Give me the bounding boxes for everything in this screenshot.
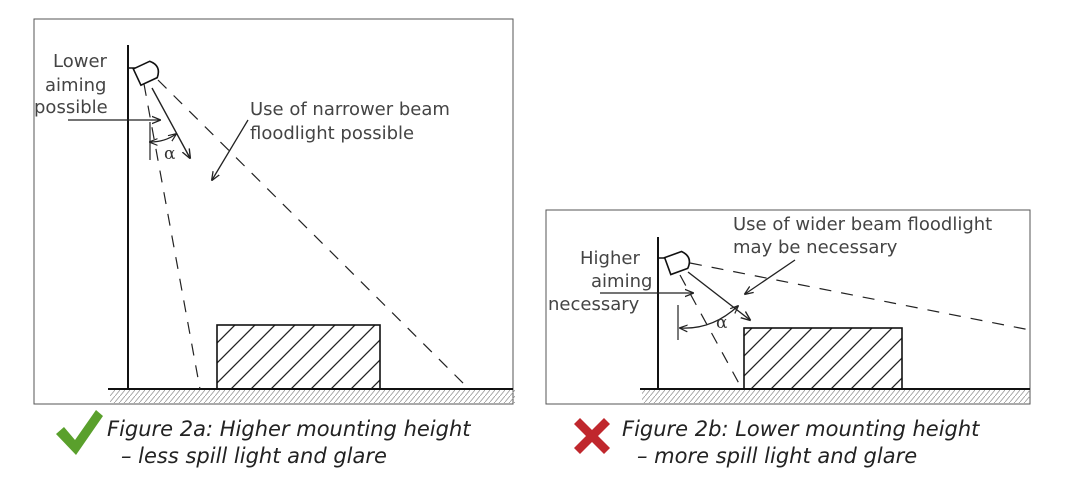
cross-mark-icon	[574, 418, 610, 454]
figure-2a: α Lower aiming possible Use of narrower …	[33, 18, 515, 405]
note-line-2: floodlight possible	[250, 123, 414, 144]
figure-2a-frame	[33, 18, 514, 405]
note-line-1: Use of narrower beam	[250, 99, 450, 120]
figure-2a-caption-line-1: Figure 2a: Higher mounting height	[107, 417, 471, 441]
note-line-2: may be necessary	[733, 237, 898, 258]
figure-2b-frame	[545, 209, 1031, 405]
note-pointer	[745, 259, 796, 294]
ground-hatch	[642, 390, 1030, 403]
angle-label: α	[716, 313, 728, 333]
check-mark-icon	[56, 410, 103, 455]
label-line-1: Higher	[580, 248, 640, 269]
floodlight-icon	[663, 250, 691, 276]
beam-edge-far	[689, 262, 1031, 331]
beam-edge-near	[679, 274, 743, 390]
angle-arc	[150, 134, 176, 142]
figure-2b-caption-line-1: Figure 2b: Lower mounting height	[622, 417, 980, 441]
target-area	[743, 327, 903, 390]
beam-edge-near	[143, 83, 201, 390]
beam-edge-far	[157, 79, 470, 390]
angle-label: α	[164, 144, 176, 164]
figure-2b-caption-line-2: – more spill light and glare	[637, 444, 918, 468]
label-line-1: Lower	[53, 51, 108, 72]
label-line-2: aiming	[591, 271, 652, 292]
label-line-3: necessary	[548, 294, 640, 315]
floodlight-icon	[132, 60, 160, 87]
note-line-1: Use of wider beam floodlight	[733, 214, 992, 235]
figure-2b: α Higher aiming necessary Use of wider b…	[545, 209, 1031, 405]
target-area	[216, 324, 381, 390]
ground-hatch	[110, 390, 515, 403]
angle-arc	[680, 306, 738, 328]
label-line-2: aiming	[45, 75, 106, 96]
aiming-axis-arrow	[151, 87, 190, 158]
figure-2a-caption-line-2: – less spill light and glare	[121, 444, 387, 468]
label-line-3: possible	[34, 97, 108, 118]
note-pointer	[212, 119, 249, 180]
